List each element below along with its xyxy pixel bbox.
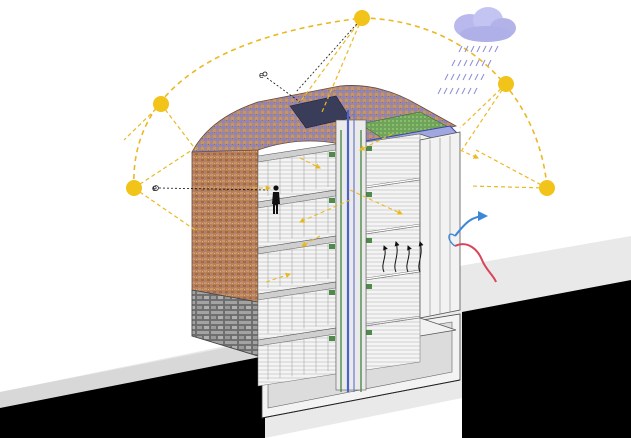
sun-ray [459, 83, 507, 129]
person-icon [272, 185, 280, 214]
rain-drop [487, 59, 492, 67]
floor-plate-right [365, 225, 421, 279]
rain-drop [470, 45, 475, 53]
sensor-line [295, 17, 363, 93]
convection-arrow [382, 245, 388, 273]
basement-excavation [0, 356, 265, 438]
ground-cut-right [462, 280, 631, 438]
service-node [366, 146, 372, 151]
suns [126, 10, 555, 196]
floor-plate-right [365, 133, 421, 187]
rain-drop [456, 73, 461, 81]
rain-drop [451, 59, 456, 67]
pv-panel [289, 95, 351, 129]
rain-drop [450, 73, 455, 81]
sun-ray [475, 149, 548, 189]
rain-drop [469, 59, 474, 67]
cloud-icon [454, 7, 516, 42]
rain-drop [473, 87, 478, 95]
rain-drop [455, 87, 460, 95]
flow-arrow-icon [349, 189, 403, 215]
sun-ray [133, 149, 193, 189]
brick-facade [191, 125, 259, 357]
flow-arrow-icon [298, 199, 351, 223]
left-marker: e [152, 183, 269, 193]
rain-drop [443, 87, 448, 95]
sun-ray [133, 187, 199, 233]
rain-drop [464, 45, 469, 53]
service-node [366, 192, 372, 197]
heat-loop [448, 233, 456, 247]
rain-drop [444, 73, 449, 81]
rain-drop [462, 73, 467, 81]
top-marker: e [259, 70, 301, 103]
sun-icon [126, 180, 142, 196]
sun-icon [354, 10, 370, 26]
sun-ray [461, 83, 507, 151]
service-node [329, 152, 335, 157]
rain-drop [458, 45, 463, 53]
rain-drop [463, 59, 468, 67]
flow-arrow-icon [299, 157, 321, 169]
right-facade [419, 131, 461, 319]
rain-drop [457, 59, 462, 67]
floor-plate-right [365, 179, 421, 233]
flow-arrow-icon [301, 235, 321, 247]
service-node [329, 336, 335, 341]
floor-plate-right [365, 271, 421, 325]
sun-ray [469, 185, 548, 189]
ground-cut-left [0, 340, 265, 408]
sun-icon [539, 180, 555, 196]
sun-icon [153, 96, 169, 112]
flow-arrow-icon [265, 272, 292, 283]
sun-icon [498, 76, 514, 92]
rain-drop [461, 87, 466, 95]
rain-drop [488, 45, 493, 53]
sun-ray [321, 17, 363, 113]
rain-drop [468, 73, 473, 81]
sun-ray [299, 17, 363, 103]
rain-drop [449, 87, 454, 95]
sun-ray [123, 103, 162, 141]
heat-out-arrow [454, 211, 488, 237]
sun-rays [123, 17, 548, 233]
sun-ray [160, 103, 197, 151]
service-node [366, 238, 372, 243]
rain-drop [480, 73, 485, 81]
rain-drop [476, 45, 481, 53]
rain-drop [437, 87, 442, 95]
left-marker-label: e [152, 183, 157, 193]
service-node [329, 198, 335, 203]
flow-arrow-icon [459, 149, 480, 159]
rain-drop [482, 45, 487, 53]
flow-arrow-icon [359, 133, 393, 151]
top-marker-label: e [259, 70, 264, 80]
rain-icon [437, 45, 499, 95]
convection-arrows [382, 241, 424, 273]
convection-arrow [406, 245, 412, 273]
rain-drop [494, 45, 499, 53]
service-shaft [335, 110, 367, 392]
rain-drop [467, 87, 472, 95]
rain-drop [475, 59, 480, 67]
convection-arrow [394, 241, 400, 273]
heat-in-arrow [454, 243, 497, 283]
interior-flow-arrows [252, 133, 480, 283]
service-node [329, 244, 335, 249]
convection-arrow [418, 241, 424, 273]
rain-drop [474, 73, 479, 81]
service-node [366, 284, 372, 289]
floor-plate-right [365, 317, 421, 371]
service-node [329, 290, 335, 295]
rain-drop [481, 59, 486, 67]
service-node [366, 330, 372, 335]
